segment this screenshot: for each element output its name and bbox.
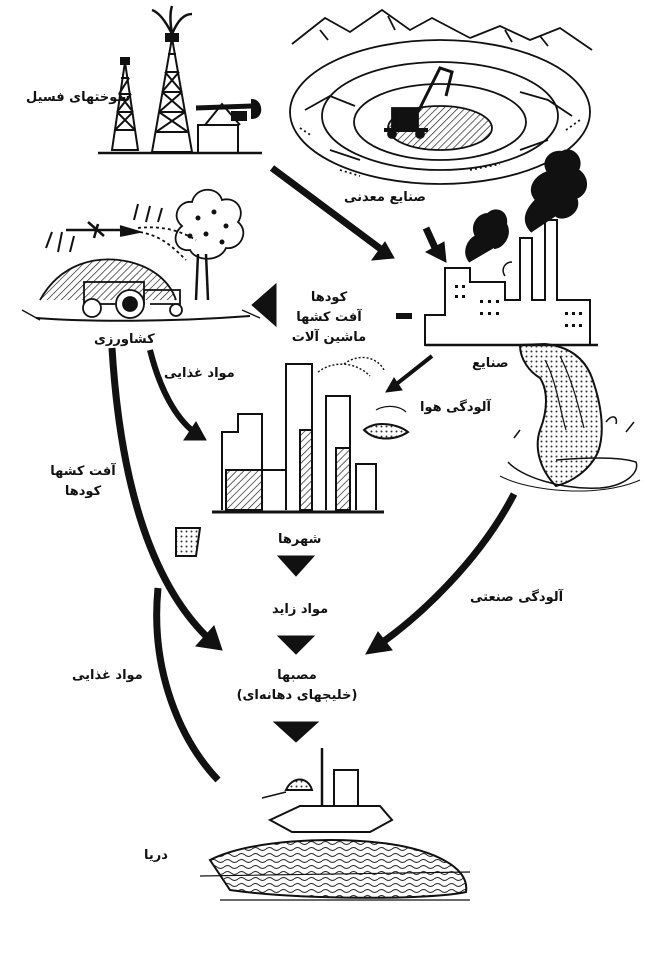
- oil-derricks-icon: [98, 5, 262, 155]
- label-agri-runoff: آفت کشها کودها: [48, 462, 118, 502]
- label-estuaries-block: مصبها (خلیجهای دهانه‌ای): [230, 666, 364, 706]
- open-pit-mine-icon: [289, 8, 593, 185]
- triangle-waste-to-estuary: [276, 635, 316, 655]
- label-food-from-sea: مواد غذایی: [72, 668, 143, 683]
- arrow-mining-to-industry: [422, 226, 440, 252]
- label-industrial-pollution: آلودگی صنعتی: [470, 590, 564, 605]
- label-cities: شهرها: [278, 532, 322, 547]
- arrow-sea-food: [153, 587, 221, 783]
- label-estuaries-note: (خلیجهای دهانه‌ای): [236, 688, 358, 704]
- label-machinery: ماشین آلات: [291, 330, 367, 346]
- label-pesticides: آفت کشها: [296, 310, 362, 326]
- triangle-cities-to-waste: [276, 555, 316, 577]
- label-mining-industries: صنایع معدنی: [344, 190, 426, 205]
- factory-icon: [396, 149, 641, 492]
- label-agriculture: کشاورزی: [94, 332, 155, 347]
- label-food-to-cities: مواد غذایی: [164, 366, 235, 381]
- city-buildings-icon: [175, 356, 410, 557]
- label-air-pollution: آلودگی هوا: [420, 400, 492, 415]
- label-pesticides-2: آفت کشها: [50, 464, 116, 479]
- farm-scene-icon: [21, 188, 261, 322]
- flow-arrows: [108, 165, 518, 783]
- arrow-agri-to-estuary: [108, 347, 209, 639]
- label-waste: مواد زاید: [272, 602, 329, 617]
- fishing-boat-icon: [199, 748, 471, 901]
- label-fertilizers: کودها: [310, 290, 348, 305]
- label-fossil-fuels: سوختهای فسیل: [26, 90, 131, 105]
- label-estuaries: مصبها: [277, 668, 317, 683]
- arrow-fossil-to-industry: [269, 165, 385, 253]
- label-fertilizers-2: کودها: [64, 484, 102, 500]
- label-sea: دریا: [144, 848, 168, 863]
- arrow-food-to-cities: [147, 349, 196, 435]
- arrow-industrial-to-estuary: [377, 492, 518, 647]
- triangle-estuary-to-sea: [272, 721, 320, 743]
- arrow-industry-to-agriculture: [251, 282, 277, 328]
- arrow-air-pollution: [392, 354, 434, 388]
- label-industries: صنایع: [472, 356, 509, 371]
- label-farm-inputs: کودها آفت کشها ماشین آلات: [284, 288, 374, 348]
